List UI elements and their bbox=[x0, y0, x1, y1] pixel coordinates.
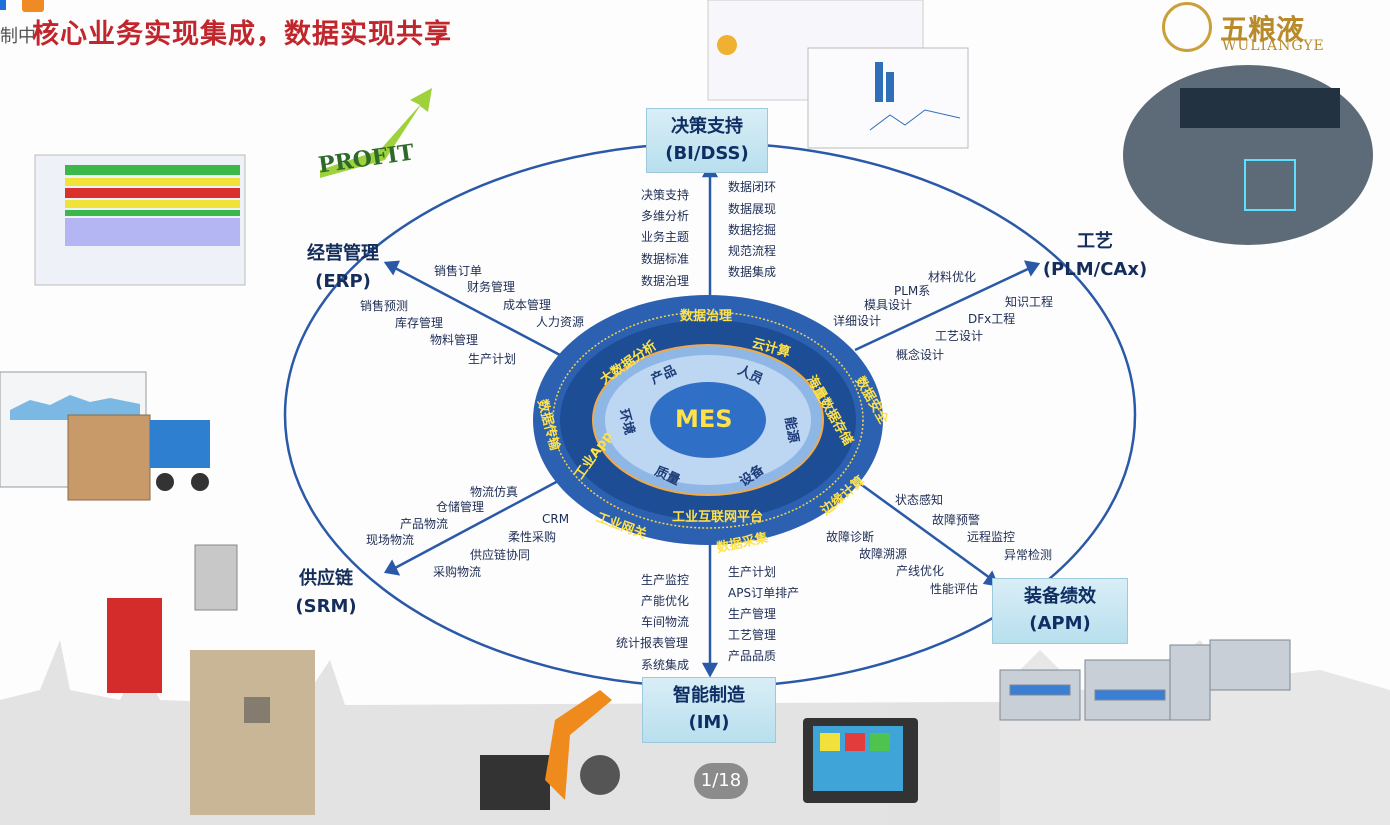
srm-item: 供应链协同 bbox=[470, 546, 530, 563]
node-bi[interactable]: 决策支持 (BI/DSS) bbox=[646, 108, 768, 173]
apm-item: 产线优化 bbox=[896, 562, 944, 579]
im-right-item: 生产管理 bbox=[728, 605, 776, 622]
srm-item: 产品物流 bbox=[400, 515, 448, 532]
srm-item: 仓储管理 bbox=[436, 498, 484, 515]
node-im-title: 智能制造 bbox=[643, 682, 775, 709]
node-plm-title: 工艺 bbox=[1025, 228, 1165, 256]
plm-item: 材料优化 bbox=[928, 268, 976, 285]
node-erp-title: 经营管理 bbox=[288, 240, 398, 268]
plm-item: 详细设计 bbox=[833, 312, 881, 329]
srm-item: 采购物流 bbox=[433, 563, 481, 580]
node-im[interactable]: 智能制造 (IM) bbox=[642, 677, 776, 743]
bi-left-item: 数据治理 bbox=[641, 272, 689, 289]
ring-data-governance: 数据治理 bbox=[680, 305, 732, 324]
srm-item: 现场物流 bbox=[366, 531, 414, 548]
im-left-item: 生产监控 bbox=[641, 571, 689, 588]
mes-label: MES bbox=[675, 405, 733, 433]
valve-image bbox=[195, 545, 237, 610]
slide-pager[interactable]: 1/18 bbox=[694, 763, 748, 799]
bi-right-item: 数据闭环 bbox=[728, 178, 776, 195]
erp-item: 人力资源 bbox=[536, 313, 584, 330]
apm-item: 故障溯源 bbox=[859, 545, 907, 562]
node-bi-sub: (BI/DSS) bbox=[647, 140, 767, 167]
node-erp-sub: (ERP) bbox=[288, 268, 398, 296]
node-srm[interactable]: 供应链 (SRM) bbox=[276, 565, 376, 621]
erp-item: 销售订单 bbox=[434, 262, 482, 279]
bi-left-item: 业务主题 bbox=[641, 228, 689, 245]
node-bi-title: 决策支持 bbox=[647, 113, 767, 140]
node-srm-title: 供应链 bbox=[276, 565, 376, 593]
box-image bbox=[190, 650, 315, 815]
im-right-item: APS订单排产 bbox=[728, 584, 799, 601]
node-plm[interactable]: 工艺 (PLM/CAx) bbox=[1025, 228, 1165, 284]
apm-item: 远程监控 bbox=[967, 528, 1015, 545]
erp-item: 成本管理 bbox=[503, 296, 551, 313]
erp-item: 物料管理 bbox=[430, 331, 478, 348]
im-right-item: 生产计划 bbox=[728, 563, 776, 580]
srm-item: CRM bbox=[542, 512, 569, 526]
plm-item: 知识工程 bbox=[1005, 293, 1053, 310]
bi-left-item: 决策支持 bbox=[641, 186, 689, 203]
apm-item: 性能评估 bbox=[930, 580, 978, 597]
bi-right-item: 数据展现 bbox=[728, 200, 776, 217]
im-left-item: 系统集成 bbox=[641, 656, 689, 673]
im-left-item: 统计报表管理 bbox=[616, 634, 688, 651]
plm-item: DFx工程 bbox=[968, 310, 1015, 327]
im-left-item: 产能优化 bbox=[641, 592, 689, 609]
im-right-item: 工艺管理 bbox=[728, 626, 776, 643]
red-can-image bbox=[107, 598, 162, 693]
truck bbox=[150, 420, 210, 468]
plm-item: 工艺设计 bbox=[935, 327, 983, 344]
bi-right-item: 规范流程 bbox=[728, 242, 776, 259]
apm-item: 状态感知 bbox=[895, 491, 943, 508]
node-apm-sub: (APM) bbox=[993, 610, 1127, 637]
node-apm[interactable]: 装备绩效 (APM) bbox=[992, 578, 1128, 644]
ring-iiot: 工业互联网平台 bbox=[672, 506, 763, 525]
node-apm-title: 装备绩效 bbox=[993, 583, 1127, 610]
bi-left-item: 多维分析 bbox=[641, 207, 689, 224]
erp-item: 财务管理 bbox=[467, 278, 515, 295]
cardboard-boxes bbox=[68, 415, 150, 500]
im-right-item: 产品品质 bbox=[728, 647, 776, 664]
node-erp[interactable]: 经营管理 (ERP) bbox=[288, 240, 398, 296]
erp-item: 库存管理 bbox=[395, 314, 443, 331]
bi-left-item: 数据标准 bbox=[641, 250, 689, 267]
plm-item: 概念设计 bbox=[896, 346, 944, 363]
bi-right-item: 数据挖掘 bbox=[728, 221, 776, 238]
erp-item: 生产计划 bbox=[468, 350, 516, 367]
apm-item: 故障诊断 bbox=[826, 528, 874, 545]
apm-item: 异常检测 bbox=[1004, 546, 1052, 563]
node-im-sub: (IM) bbox=[643, 709, 775, 736]
srm-item: 柔性采购 bbox=[508, 528, 556, 545]
im-left-item: 车间物流 bbox=[641, 613, 689, 630]
apm-item: 故障预警 bbox=[932, 511, 980, 528]
plm-item: 模具设计 bbox=[864, 296, 912, 313]
bi-right-item: 数据集成 bbox=[728, 263, 776, 280]
node-plm-sub: (PLM/CAx) bbox=[1025, 256, 1165, 284]
erp-item: 销售预测 bbox=[360, 297, 408, 314]
node-srm-sub: (SRM) bbox=[276, 593, 376, 621]
